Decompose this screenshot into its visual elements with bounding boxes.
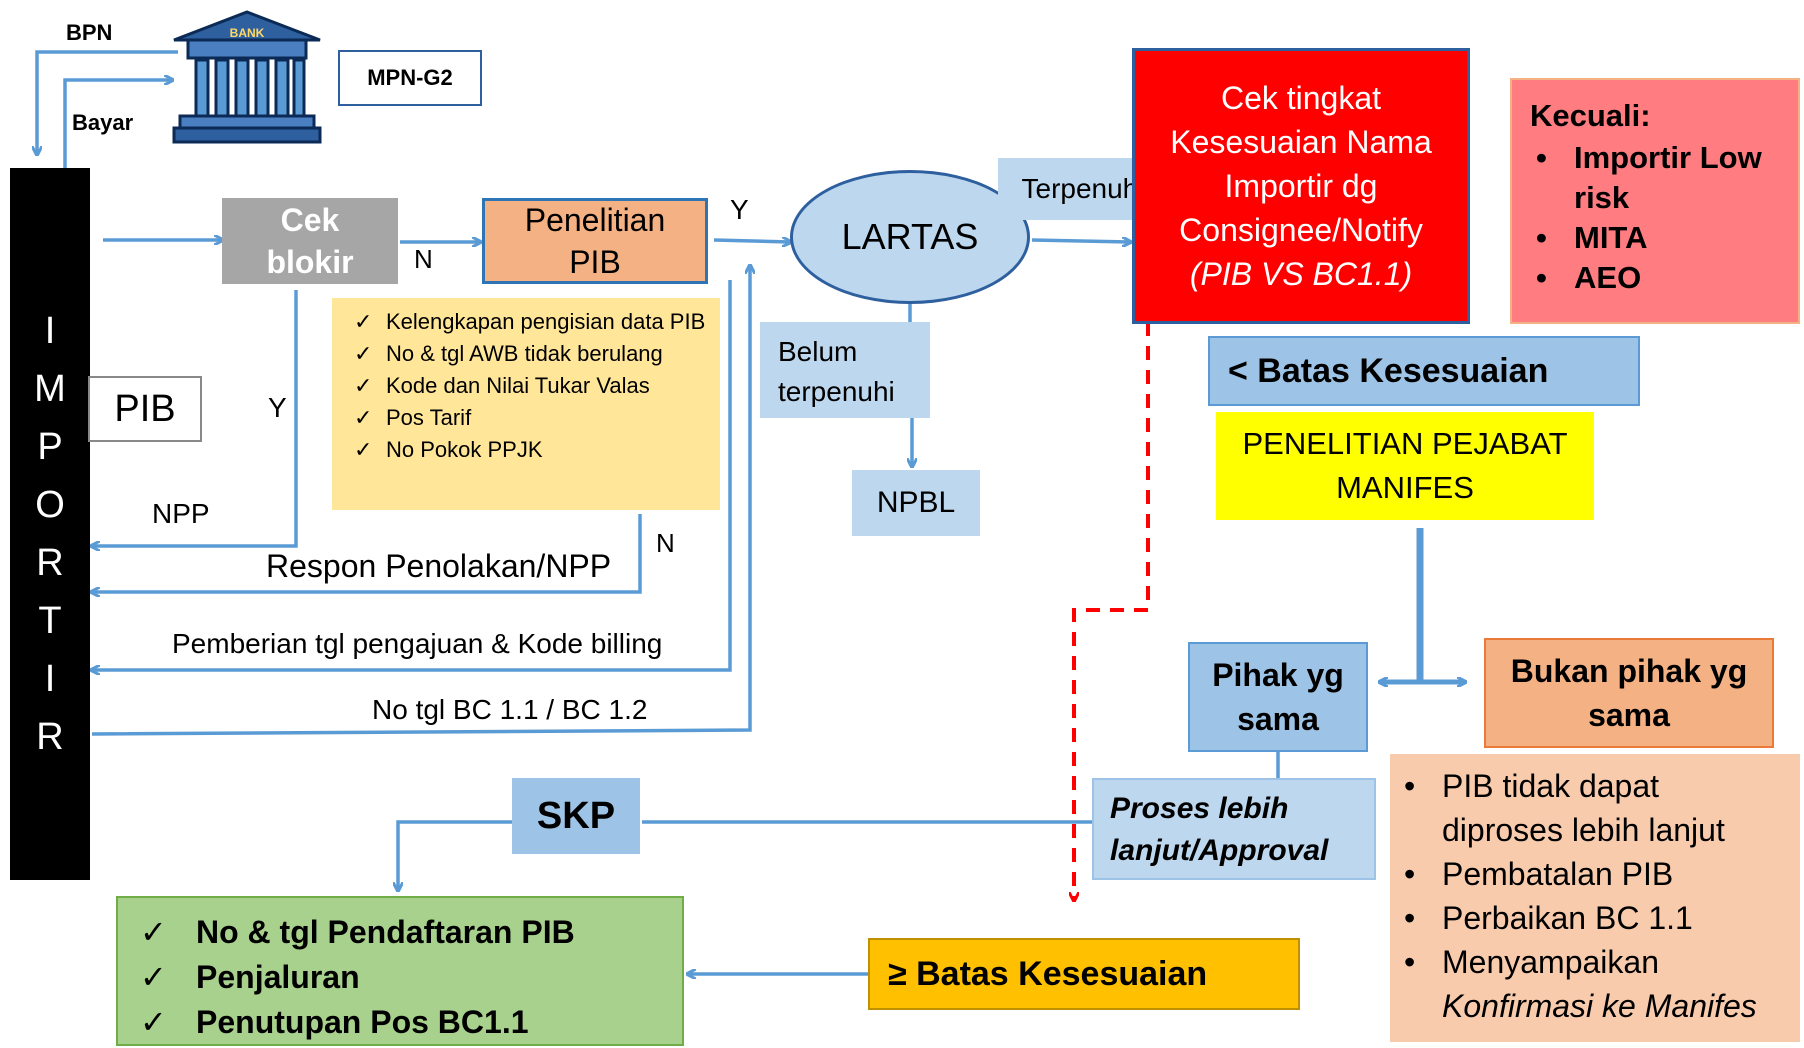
no-tgl-label: No tgl BC 1.1 / BC 1.2	[372, 694, 648, 725]
bayar-label: Bayar	[72, 110, 134, 135]
cek-tingkat-line2: Kesesuaian Nama	[1170, 124, 1432, 160]
lartas-ellipse: LARTAS	[790, 170, 1030, 304]
belum-terpenuhi-label: Belum terpenuhi	[760, 322, 930, 418]
pihak-sama-box: Pihak yg sama	[1188, 642, 1368, 752]
npbl-box: NPBL	[852, 470, 980, 536]
importir-letter: R	[36, 542, 64, 584]
y-label: Y	[730, 194, 749, 225]
bukan-list-item: Pembatalan PIB	[1398, 852, 1800, 896]
bank-caption: BANK	[230, 26, 265, 40]
penelitian-pib-line2: PIB	[569, 244, 621, 280]
checklist-item: Kode dan Nilai Tukar Valas	[354, 370, 706, 402]
npp-label: NPP	[152, 498, 210, 529]
cek-tingkat-box: Cek tingkat Kesesuaian Nama Importir dg …	[1132, 48, 1470, 324]
hasil-box: No & tgl Pendaftaran PIB Penjaluran Penu…	[116, 896, 684, 1046]
bukan-pihak-line2: sama	[1588, 697, 1670, 733]
pemberian-return-arrow	[92, 280, 732, 670]
skp-to-hasil-arrow	[398, 820, 512, 890]
cek-tingkat-line4: Consignee/Notify	[1179, 212, 1423, 248]
penelitian-pib-box: Penelitian PIB	[482, 198, 708, 284]
pib-box: PIB	[88, 376, 202, 442]
y-label: Y	[268, 392, 287, 423]
red-dashed-arrow	[1074, 322, 1150, 900]
cek-blokir-line2: blokir	[266, 244, 354, 280]
checklist-item: Kelengkapan pengisian data PIB	[354, 306, 706, 338]
hasil-item: Penjaluran	[140, 955, 682, 1000]
bukan-list-item: Perbaikan BC 1.1	[1398, 896, 1800, 940]
kecuali-item: AEO	[1530, 258, 1788, 298]
penelitian-pejabat-line1: PENELITIAN PEJABAT	[1242, 426, 1568, 461]
cek-tingkat-line3: Importir dg	[1224, 168, 1378, 204]
checklist-box: Kelengkapan pengisian data PIB No & tgl …	[332, 298, 720, 510]
npp-return-arrow	[92, 290, 298, 546]
belum-line2: terpenuhi	[778, 376, 895, 407]
batas-lebih-box: ≥ Batas Kesesuaian	[868, 938, 1300, 1010]
checklist-item: No & tgl AWB tidak berulang	[354, 338, 706, 370]
bukan-pihak-line1: Bukan pihak yg	[1510, 653, 1748, 689]
importir-letter: I	[44, 310, 56, 352]
respon-label: Respon Penolakan/NPP	[266, 548, 612, 584]
proses-line2: lanjut/Approval	[1110, 834, 1329, 867]
n-label: N	[656, 528, 675, 558]
skp-box: SKP	[512, 778, 640, 854]
cek-blokir-line1: Cek	[280, 202, 340, 238]
n-label: N	[414, 244, 433, 274]
cek-tingkat-line1: Cek tingkat	[1220, 80, 1382, 116]
pihak-sama-line2: sama	[1237, 701, 1319, 737]
penelitian-pib-line1: Penelitian	[524, 202, 666, 238]
importir-bar: I M P O R T I R	[10, 168, 90, 880]
proses-lanjut-box: Proses lebih lanjut/Approval	[1092, 778, 1376, 880]
kecuali-item: Importir Low risk	[1530, 138, 1788, 218]
cek-tingkat-line5: (PIB VS BC1.1)	[1189, 256, 1413, 292]
proses-line1: Proses lebih	[1110, 792, 1289, 825]
bpn-arrow	[37, 50, 178, 154]
kecuali-item: MITA	[1530, 218, 1788, 258]
penelitian-to-lartas-arrow	[713, 240, 790, 242]
mpn-g2-box: MPN-G2	[338, 50, 482, 106]
hasil-item: Penutupan Pos BC1.1	[140, 1000, 682, 1045]
lartas-to-cek-tingkat-arrow	[1031, 240, 1130, 242]
checklist-item: No Pokok PPJK	[354, 434, 706, 466]
bukan-pihak-box: Bukan pihak yg sama	[1484, 638, 1774, 748]
bank-icon: BANK	[172, 10, 322, 144]
batas-kurang-box: < Batas Kesesuaian	[1208, 336, 1640, 406]
importir-letter: M	[34, 368, 66, 410]
kecuali-box: Kecuali: Importir Low risk MITA AEO	[1510, 78, 1800, 324]
kecuali-title: Kecuali:	[1530, 98, 1651, 133]
bc11-up-arrow	[91, 266, 750, 736]
importir-letter: T	[38, 600, 62, 642]
hasil-item: No & tgl Pendaftaran PIB	[140, 910, 682, 955]
bpn-label: BPN	[66, 20, 113, 45]
pihak-sama-line1: Pihak yg	[1212, 657, 1344, 693]
penelitian-pejabat-box: PENELITIAN PEJABAT MANIFES	[1216, 412, 1594, 520]
checklist-item: Pos Tarif	[354, 402, 706, 434]
cek-blokir-box: Cek blokir	[222, 198, 398, 284]
importir-letter: O	[35, 484, 65, 526]
pemberian-label: Pemberian tgl pengajuan & Kode billing	[172, 628, 663, 659]
importir-letter: I	[44, 658, 56, 700]
respon-return-arrow	[92, 514, 642, 592]
importir-letter: R	[36, 716, 64, 758]
importir-letter: P	[37, 426, 63, 468]
bayar-arrow	[63, 80, 172, 168]
belum-line1: Belum	[778, 336, 858, 367]
penelitian-pejabat-line2: MANIFES	[1336, 470, 1474, 505]
